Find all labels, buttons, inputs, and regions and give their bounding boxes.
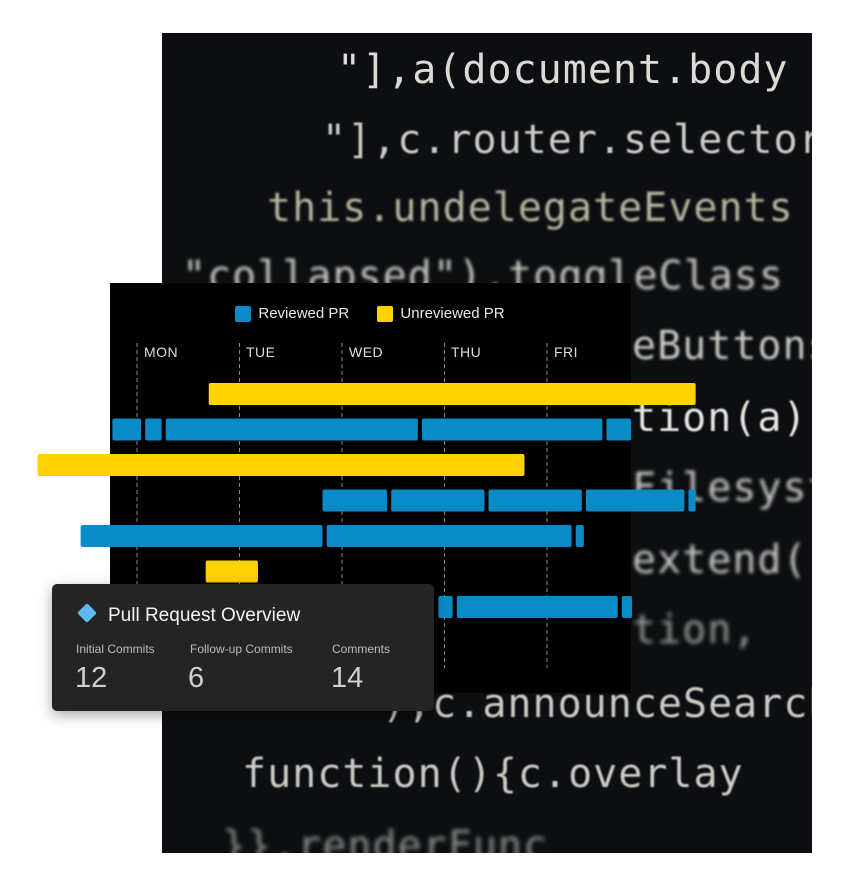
reviewed-pr-bar[interactable]	[391, 489, 485, 512]
chart-legend: Reviewed PR Unreviewed PR	[0, 305, 740, 326]
reviewed-pr-bar[interactable]	[165, 418, 418, 441]
stat-label-comments: Comments	[332, 642, 391, 656]
day-label-thu: THU	[451, 344, 482, 360]
code-line: this.undelegateEvents	[267, 185, 794, 231]
stat-value-comments: 14	[331, 662, 364, 694]
reviewed-pr-bar[interactable]	[456, 596, 618, 618]
diamond-icon	[77, 603, 97, 623]
code-line: }},renderFunc	[222, 823, 549, 853]
reviewed-pr-bar[interactable]	[585, 489, 685, 512]
legend-swatch-unreviewed	[377, 305, 394, 322]
stat-value-follow-up-commits: 6	[188, 662, 205, 694]
legend-swatch-reviewed	[235, 305, 252, 322]
code-line: function(){c.overlay	[242, 751, 744, 797]
legend-label-reviewed: Reviewed PR	[258, 305, 350, 322]
reviewed-pr-bar[interactable]	[80, 525, 323, 547]
code-line: extend(	[632, 537, 808, 583]
day-label-wed: WED	[349, 344, 384, 360]
day-label-mon: MON	[144, 344, 179, 360]
code-line: "],c.router.selector	[322, 117, 812, 163]
unreviewed-pr-bar[interactable]	[205, 560, 258, 583]
reviewed-pr-bar[interactable]	[606, 418, 632, 441]
legend-item-unreviewed: Unreviewed PR	[377, 305, 505, 322]
unreviewed-pr-bar[interactable]	[37, 454, 525, 476]
code-line: tion,	[632, 607, 758, 653]
reviewed-pr-bar[interactable]	[421, 418, 603, 441]
reviewed-pr-bar[interactable]	[438, 596, 453, 618]
stat-value-initial-commits: 12	[75, 662, 108, 694]
stat-label-follow-up-commits: Follow-up Commits	[190, 642, 293, 656]
day-label-fri: FRI	[554, 344, 579, 360]
legend-item-reviewed: Reviewed PR	[235, 305, 349, 322]
day-label-tue: TUE	[246, 344, 276, 360]
reviewed-pr-bar[interactable]	[112, 418, 142, 441]
legend-label-unreviewed: Unreviewed PR	[400, 305, 505, 322]
reviewed-pr-bar[interactable]	[488, 489, 582, 512]
reviewed-pr-bar[interactable]	[145, 418, 162, 441]
reviewed-pr-bar[interactable]	[688, 489, 696, 512]
stat-label-initial-commits: Initial Commits	[76, 642, 155, 656]
reviewed-pr-bar[interactable]	[326, 525, 572, 547]
pull-request-overview-card: Pull Request Overview Initial Commits 12…	[52, 584, 434, 711]
reviewed-pr-bar[interactable]	[621, 596, 633, 618]
unreviewed-pr-bar[interactable]	[208, 383, 696, 405]
code-line: "],a(document.body	[337, 47, 789, 93]
reviewed-pr-bar[interactable]	[322, 489, 388, 512]
card-title: Pull Request Overview	[108, 605, 301, 626]
code-line: eButtons	[632, 323, 812, 369]
reviewed-pr-bar[interactable]	[575, 525, 584, 547]
